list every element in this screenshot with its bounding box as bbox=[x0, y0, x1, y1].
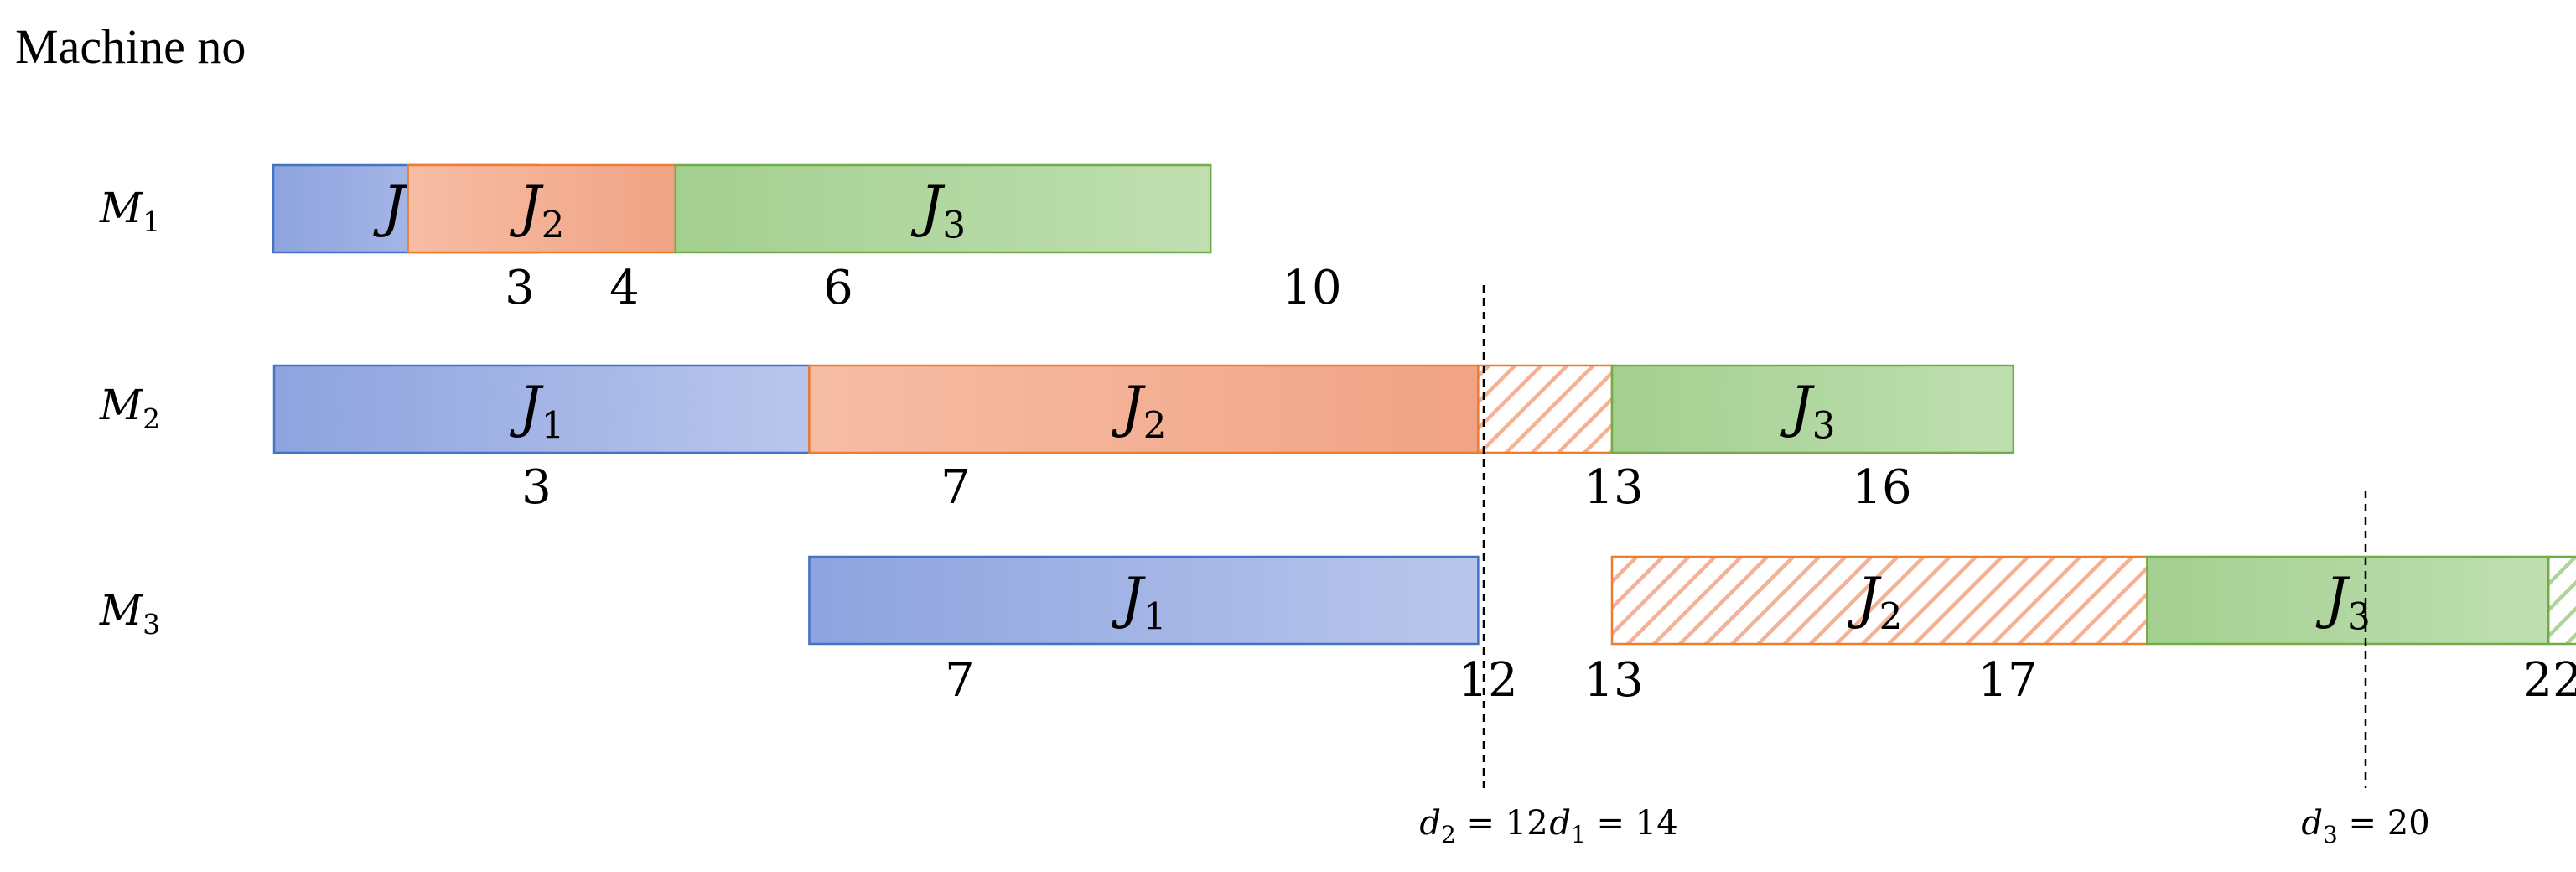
time-tick: 7 bbox=[945, 653, 975, 708]
chart-title: Machine no bbox=[15, 19, 246, 74]
deadline-label: d1 = 14 bbox=[1549, 804, 1677, 849]
time-tick: 3 bbox=[505, 261, 535, 315]
job-bar bbox=[1477, 364, 1614, 454]
deadline-3: d3 = 20 bbox=[2301, 490, 2430, 849]
deadline-label: d3 = 20 bbox=[2301, 804, 2429, 849]
job-bar bbox=[272, 364, 811, 454]
machine-row-1: M1J1J2J334610 bbox=[99, 164, 1342, 315]
time-tick: 6 bbox=[823, 261, 853, 315]
job-bar bbox=[1610, 555, 2148, 646]
time-tick: 13 bbox=[1583, 460, 1643, 515]
job-bar bbox=[808, 555, 1480, 646]
deadline-label: d2 = 12 bbox=[1419, 804, 1547, 849]
time-tick: 17 bbox=[1977, 653, 2037, 708]
time-tick: 12 bbox=[1458, 653, 1517, 708]
job-bar bbox=[2547, 555, 2576, 646]
time-tick: 16 bbox=[1852, 460, 1911, 515]
machine-label: M3 bbox=[99, 586, 160, 641]
machine-label: M2 bbox=[99, 381, 160, 435]
time-tick: 7 bbox=[941, 460, 971, 515]
job-bar bbox=[2146, 555, 2550, 646]
time-tick: 4 bbox=[609, 261, 640, 315]
job-bar bbox=[674, 164, 1212, 254]
job-bar bbox=[1610, 364, 2015, 454]
deadline-1: d1 = 14 bbox=[1549, 804, 1677, 849]
machine-label: M1 bbox=[99, 184, 160, 238]
time-tick: 22 bbox=[2522, 653, 2576, 708]
time-tick: 13 bbox=[1583, 653, 1643, 708]
job-label: J3 bbox=[910, 174, 966, 247]
job-label: J1 bbox=[509, 375, 564, 448]
time-tick: 10 bbox=[1282, 261, 1341, 315]
deadline-2: d2 = 12 bbox=[1419, 285, 1548, 849]
time-tick: 3 bbox=[521, 460, 552, 515]
